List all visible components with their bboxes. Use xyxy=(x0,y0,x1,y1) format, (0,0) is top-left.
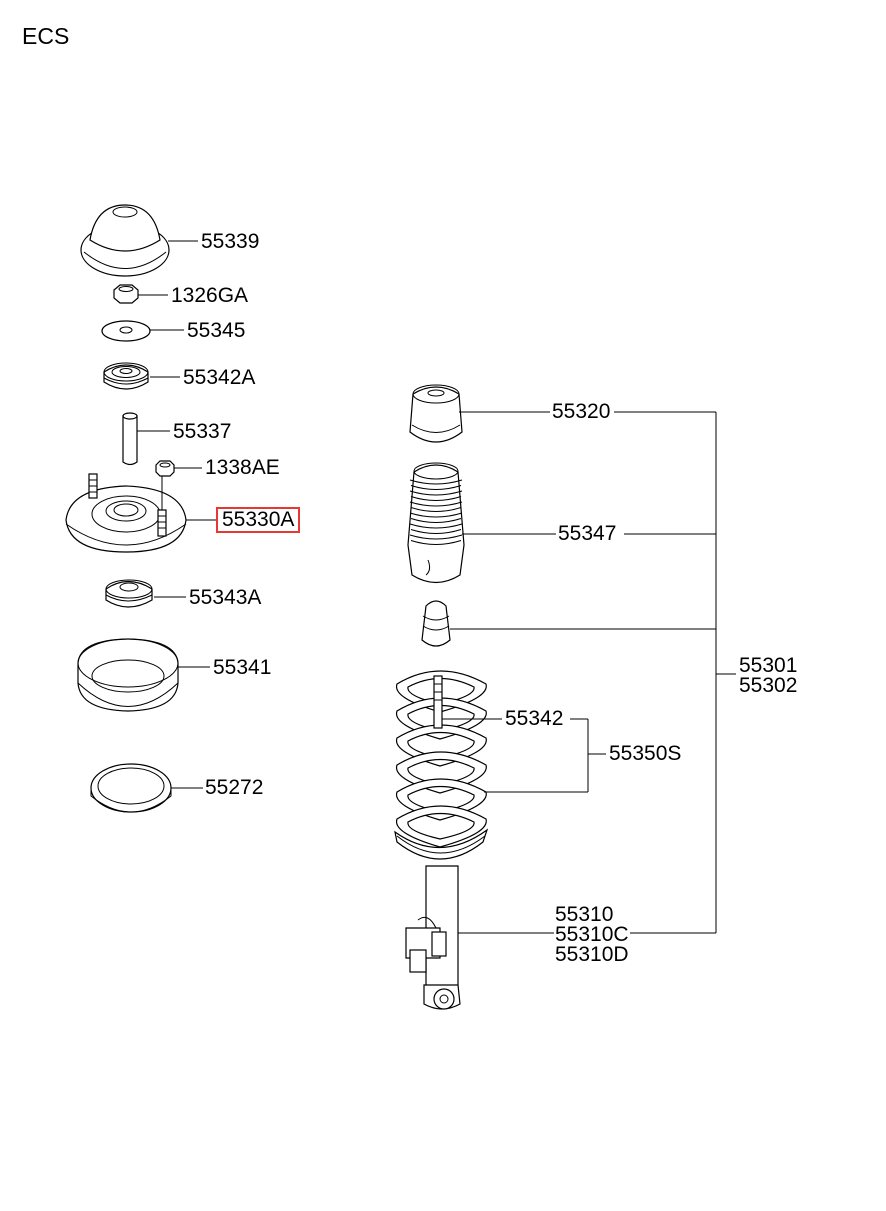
part-55341-spring-seat xyxy=(77,638,179,712)
boot-rib xyxy=(410,485,462,490)
callout-line-55302: 55302 xyxy=(739,674,798,697)
callout-55310-group[interactable]: 55310 55310C 55310D xyxy=(555,903,629,966)
part-55310-strut xyxy=(405,865,461,1010)
boot-rib xyxy=(409,501,463,507)
callout-55347[interactable]: 55347 xyxy=(558,522,617,545)
assembly-leader-lines xyxy=(442,411,736,934)
callout-55339[interactable]: 55339 xyxy=(201,230,260,253)
spring-coil-turn xyxy=(395,805,487,848)
callout-line-55301: 55301 xyxy=(739,654,798,677)
part-55343a-bushing xyxy=(105,579,153,608)
part-55337-sleeve xyxy=(122,412,138,466)
part-55339-cap xyxy=(80,204,170,277)
part-55272-ring xyxy=(90,763,172,813)
part-1338ae-nut xyxy=(155,460,175,477)
boot-rib xyxy=(409,512,463,518)
callout-55342[interactable]: 55342 xyxy=(505,707,564,730)
part-coil-spring xyxy=(395,670,487,848)
callout-55320[interactable]: 55320 xyxy=(552,400,611,423)
part-lower-spring-seat xyxy=(394,828,489,860)
callout-line-55310d: 55310D xyxy=(555,943,629,966)
callout-1338ae[interactable]: 1338AE xyxy=(205,456,280,479)
callout-55337[interactable]: 55337 xyxy=(173,420,232,443)
callout-55350s[interactable]: 55350S xyxy=(609,742,682,765)
boot-rib xyxy=(410,518,462,523)
boot-rib xyxy=(409,534,463,540)
boot-rib xyxy=(410,496,462,501)
callout-55343a[interactable]: 55343A xyxy=(189,586,262,609)
callout-1326ga[interactable]: 1326GA xyxy=(171,284,249,307)
boot-rib xyxy=(409,523,463,529)
part-1326ga-nut xyxy=(113,284,139,304)
boot-rib xyxy=(410,529,462,534)
boot-rib xyxy=(409,479,463,485)
callout-55330a-highlighted[interactable]: 55330A xyxy=(216,507,301,533)
callout-55272[interactable]: 55272 xyxy=(205,776,264,799)
boot-rib xyxy=(409,490,463,496)
callout-55301-55302[interactable]: 55301 55302 xyxy=(739,654,798,697)
callout-line-55310c: 55310C xyxy=(555,923,629,946)
part-55320-dust-cover xyxy=(409,384,463,443)
boot-rib xyxy=(410,540,462,545)
part-55345-washer xyxy=(101,320,151,342)
callout-line-55310: 55310 xyxy=(555,903,614,926)
part-bump-stopper xyxy=(421,600,451,647)
part-55347-boot xyxy=(407,462,465,584)
callout-55341[interactable]: 55341 xyxy=(213,656,272,679)
diagram-title: ECS xyxy=(22,23,70,49)
part-55330a-mount-plate xyxy=(65,473,187,553)
part-55342a-bushing xyxy=(103,362,149,390)
boot-rib xyxy=(410,507,462,512)
callout-55342a[interactable]: 55342A xyxy=(183,366,256,389)
callout-55345[interactable]: 55345 xyxy=(187,319,246,342)
